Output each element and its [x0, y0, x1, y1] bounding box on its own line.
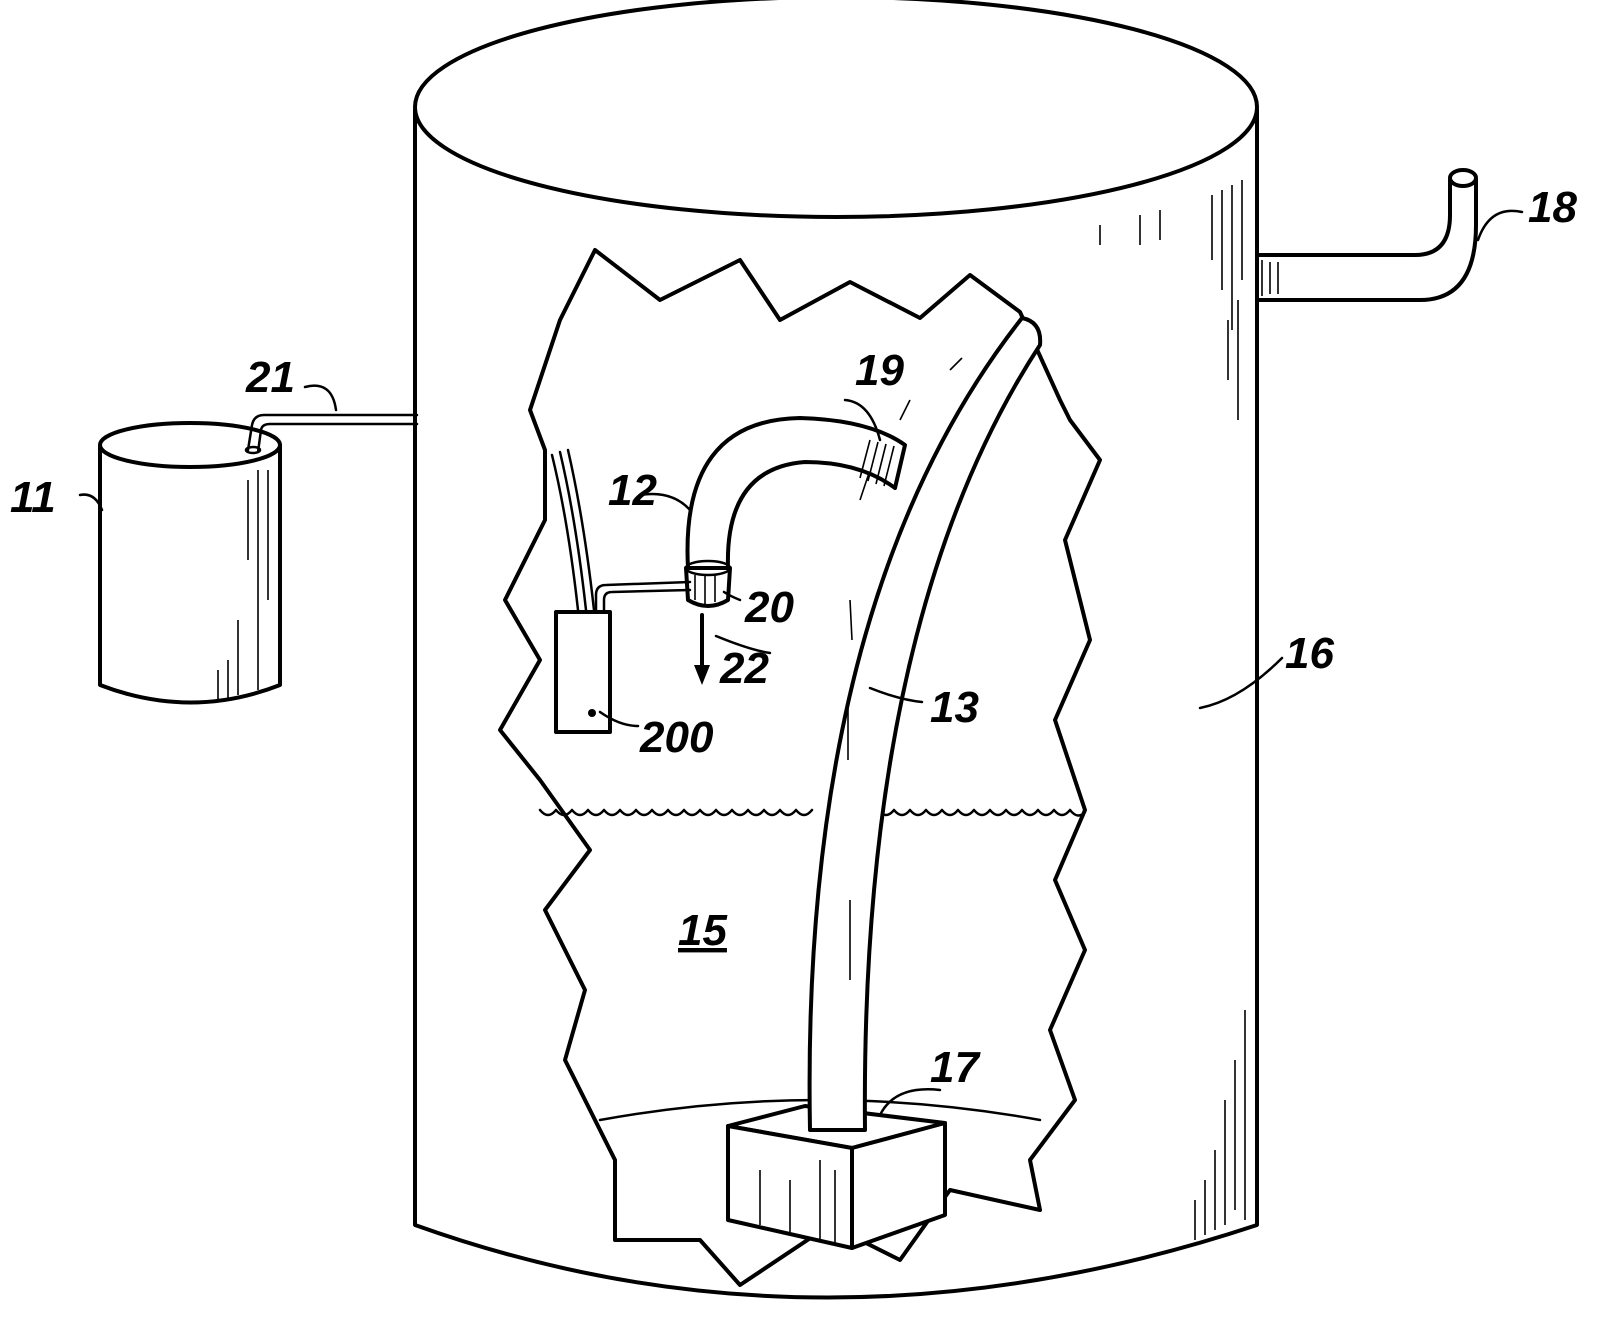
label-12: 12 [608, 466, 657, 515]
controller-box-200 [550, 448, 692, 734]
label-17: 17 [930, 1043, 981, 1092]
label-11: 11 [10, 473, 56, 522]
tank-shading [1099, 180, 1246, 1240]
label-22: 22 [719, 644, 769, 693]
weight-block [726, 1104, 947, 1250]
flow-arrow-22 [694, 613, 710, 685]
supply-pipe-21 [244, 413, 419, 455]
outlet-pipe [1255, 168, 1478, 302]
nozzle-20 [684, 559, 732, 608]
tank-top [413, 0, 1259, 219]
reference-labels: 11 21 12 19 20 22 200 13 16 15 17 18 [10, 183, 1577, 1092]
label-16: 16 [1285, 629, 1334, 678]
label-13: 13 [930, 683, 979, 732]
label-19: 19 [855, 346, 904, 395]
coupling-19 [859, 439, 895, 487]
label-18: 18 [1528, 183, 1577, 232]
tube-12 [684, 416, 907, 608]
label-15: 15 [678, 906, 727, 955]
cutaway-view [498, 248, 1102, 1287]
label-21: 21 [245, 353, 295, 402]
water-surface [538, 808, 1087, 817]
label-200: 200 [639, 713, 714, 762]
leader-lines [78, 209, 1524, 1117]
label-20: 20 [744, 583, 794, 632]
supply-tank-11 [98, 421, 282, 705]
